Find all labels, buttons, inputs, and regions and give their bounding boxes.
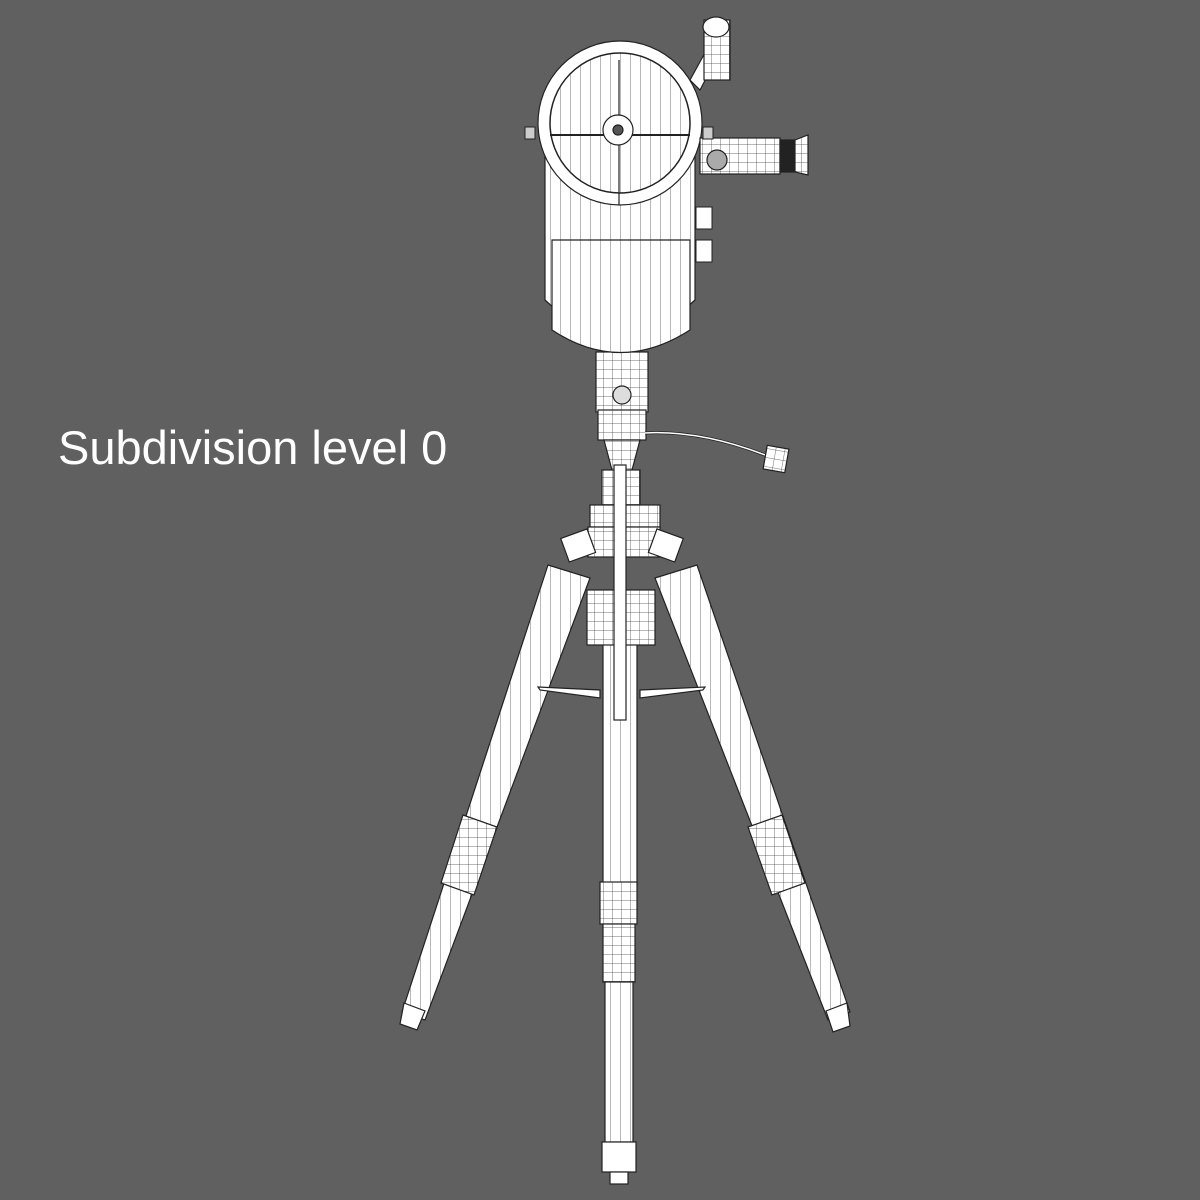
telescope-tube — [537, 40, 703, 353]
hand-control-cable — [644, 431, 790, 474]
finder-scope — [689, 16, 731, 92]
tripod-center-leg — [599, 639, 638, 1185]
focuser-eyepiece — [699, 134, 809, 176]
tube-side-knobs — [524, 126, 714, 263]
tripod-left-leg — [399, 564, 591, 1031]
tripod-spreader-arms — [536, 686, 707, 699]
subdivision-level-caption: Subdivision level 0 — [58, 421, 448, 474]
mount-head — [559, 351, 685, 721]
tripod-right-leg — [654, 564, 851, 1033]
